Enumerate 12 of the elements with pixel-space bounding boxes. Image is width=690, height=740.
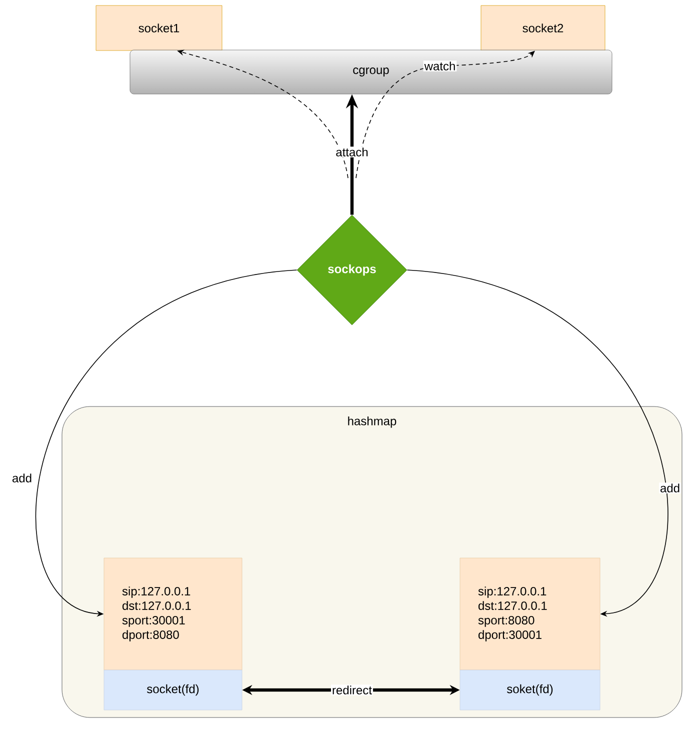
edge-label: add [11, 472, 33, 484]
entry-box: sip:127.0.0.1 dst:127.0.0.1 sport:8080 dport:30001 [460, 558, 600, 670]
socket-box: soket(fd) [460, 670, 600, 710]
edge-label: attach [334, 146, 370, 158]
edge-label: watch [423, 60, 457, 72]
edge-label: add [658, 482, 681, 494]
socket-box: socket1 [96, 5, 222, 51]
arrow [406, 270, 668, 617]
entry-box: sip:127.0.0.1 dst:127.0.0.1 sport:30001 dport:8080 [104, 558, 242, 670]
socket-box: socket(fd) [104, 670, 242, 710]
socket-box: socket2 [480, 5, 606, 51]
edge-label: redirect [331, 684, 373, 696]
